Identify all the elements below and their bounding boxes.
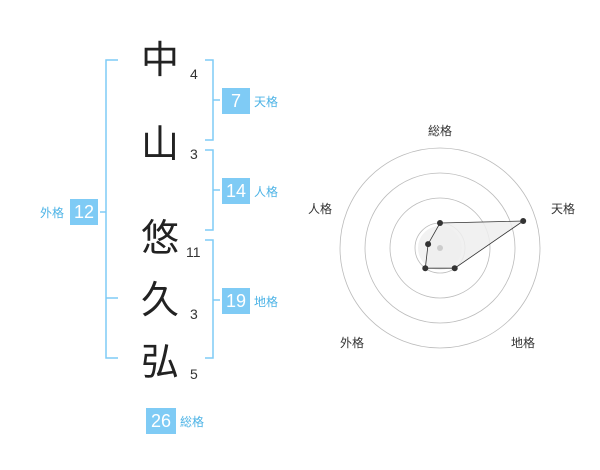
name-char-5: 弘 (140, 340, 179, 384)
chikaku-value: 19 (222, 288, 250, 314)
soukaku-label: 総格 (180, 415, 205, 429)
stroke-count-1: 4 (190, 66, 198, 82)
stroke-count-5: 5 (190, 366, 198, 382)
chikaku-label: 地格 (254, 295, 279, 309)
radar-label-soukaku: 総格 (428, 124, 453, 138)
radar-ring-4 (339, 147, 541, 349)
jinkaku-value: 14 (222, 178, 250, 204)
stroke-count-4: 3 (190, 306, 198, 322)
tenkaku-label: 天格 (254, 95, 279, 109)
radar-point-2 (520, 218, 527, 224)
radar-label-jinkaku: 人格 (308, 202, 333, 216)
name-char-2: 山 (140, 122, 179, 166)
gaikaku-bracket (105, 59, 118, 359)
radar-point-4 (422, 265, 429, 272)
radar-label-tenkaku: 天格 (551, 202, 576, 216)
gaikaku-label: 外格 (40, 206, 65, 220)
jinkaku-label: 人格 (254, 185, 279, 199)
radar-point-3 (451, 265, 458, 272)
tenkaku-value: 7 (222, 88, 250, 114)
radar-point-5 (425, 241, 432, 248)
name-char-4: 久 (140, 278, 179, 322)
radar-series-polygon (424, 220, 525, 269)
soukaku-value: 26 (146, 408, 176, 434)
chikaku-bracket (205, 239, 214, 359)
radar-ring-3 (364, 172, 516, 324)
name-char-3: 悠 (140, 216, 179, 260)
radar-point-1 (437, 220, 443, 226)
radar-ring-2 (389, 197, 491, 299)
radar-center-dot (437, 245, 443, 251)
gaikaku-value: 12 (70, 199, 98, 225)
name-char-1: 中 (140, 38, 179, 82)
stroke-count-2: 3 (190, 146, 198, 162)
radar-label-chikaku: 地格 (511, 336, 536, 350)
stroke-count-3: 11 (186, 244, 201, 260)
radar-label-gaikaku: 外格 (340, 336, 365, 350)
